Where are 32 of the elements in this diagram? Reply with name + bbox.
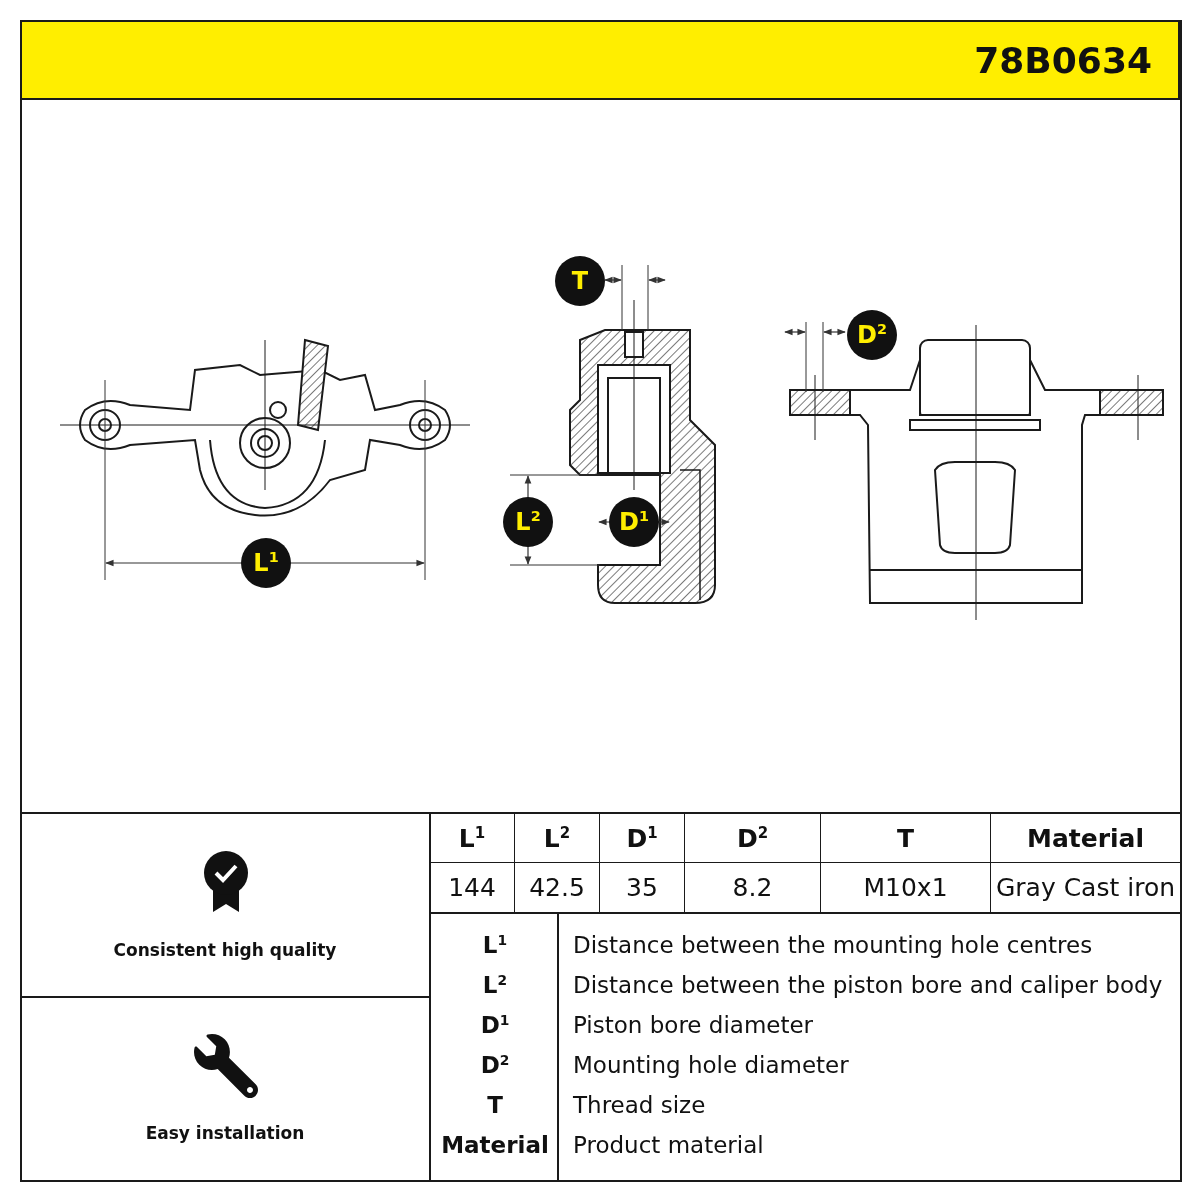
definition-text: Mounting hole diameter [573,1052,849,1078]
spec-value: 42.5 [515,863,600,912]
dimension-callout: D$^{2}$ [847,310,897,360]
spec-value: 8.2 [685,863,821,912]
dimension-callout: L$^{2}$ [503,497,553,547]
column-heading: L$^{2}$ [515,814,600,863]
symbol-text: T [486,1092,504,1118]
feature-text: Consistent high quality [112,940,338,960]
definition-text: Piston bore diameter [573,1012,814,1038]
symbol-text: Material [440,1132,550,1158]
definition-text: Distance between the mounting hole centres [573,932,1093,958]
part-number: 78B0634 [974,40,1152,81]
column-heading: Material [991,814,1180,863]
spec-value: 35 [600,863,685,912]
column-heading: D$^{1}$ [600,814,685,863]
symbol-text: D$^{2}$ [479,1052,511,1078]
dimension-callout: T [555,256,605,306]
definition-text: Distance between the piston bore and caliper body [573,972,1163,998]
spec-value: 144 [430,863,515,912]
column-heading: D$^{2}$ [685,814,821,863]
dimension-callout: D$^{1}$ [609,497,659,547]
spec-value: Gray Cast iron [994,872,1177,904]
dimension-callout: L$^{1}$ [241,538,291,588]
spec-value: M10x1 [821,863,991,912]
column-heading: L$^{1}$ [430,814,515,863]
column-heading: T [821,814,991,863]
feature-text: Easy installation [144,1123,306,1143]
symbol-text: D$^{1}$ [479,1012,511,1038]
definition-text: Thread size [573,1092,706,1118]
symbol-text: L$^{2}$ [481,972,509,998]
symbol-text: L$^{1}$ [481,932,509,958]
definition-text: Product material [573,1132,764,1158]
